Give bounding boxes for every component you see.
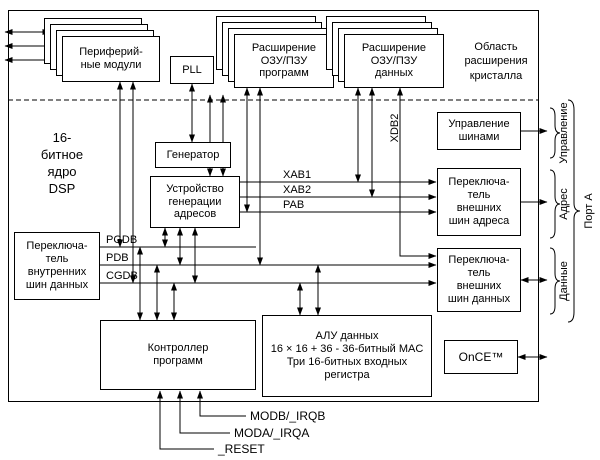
data-memory-expansion-block: Расширение ОЗУ/ПЗУ данных (344, 34, 444, 88)
address-bus-lines (240, 179, 437, 215)
braces (549, 99, 581, 323)
address-generation-unit-block: Устройство генерации адресов (150, 176, 240, 228)
port-data-label: Данные (558, 261, 570, 301)
oscillator-block: Генератор (155, 142, 231, 168)
xab2-bus-label: XAB2 (283, 184, 312, 196)
pll-block: PLL (170, 56, 214, 84)
expansion-area-label: Область расширения кристалла (464, 41, 528, 82)
peripherals-block: Периферий- ные модули (62, 36, 160, 82)
port-a-label: Порт A (583, 193, 595, 229)
port-control-label: Управление (558, 102, 570, 164)
modb-irqb-signal-label: MODB/_IRQB (250, 409, 326, 423)
chip-boundary (8, 10, 539, 402)
external-data-bus-switch-block: Переключа- тель внешних шин данных (437, 248, 521, 312)
data-bus-lines (100, 246, 437, 286)
once-block: OnCE™ (444, 340, 518, 374)
program-memory-expansion-block: Расширение ОЗУ/ПЗУ программ (234, 34, 334, 88)
xdb2-bus-label: XDB2 (389, 113, 401, 143)
xab1-bus-label: XAB1 (283, 169, 312, 181)
external-address-bus-switch-block: Переключа- тель внешних шин адреса (437, 168, 521, 236)
port-address-label: Адрес (558, 188, 570, 220)
cgdb-bus-label: CGDB (106, 270, 138, 282)
pab-bus-label: PAB (283, 199, 305, 211)
port-a-arrows (517, 128, 548, 360)
bus-control-block: Управление шинами (437, 112, 521, 150)
pdb-bus-label: PDB (106, 252, 129, 264)
moda-irqa-signal-label: MODA/_IRQA (234, 426, 310, 440)
dsp-core-label: 16- битное ядро DSP (40, 130, 84, 196)
reset-mode-wires (157, 390, 246, 450)
pgdb-bus-label: PGDB (106, 234, 138, 246)
data-alu-block: АЛУ данных 16 × 16 + 36 - 36-битный MAC … (262, 315, 432, 397)
internal-data-bus-switch-block: Переключа- тель внутренних шин данных (14, 232, 100, 300)
program-controller-block: Контроллер программ (100, 320, 256, 390)
reset-signal-label: _RESET (218, 442, 265, 456)
